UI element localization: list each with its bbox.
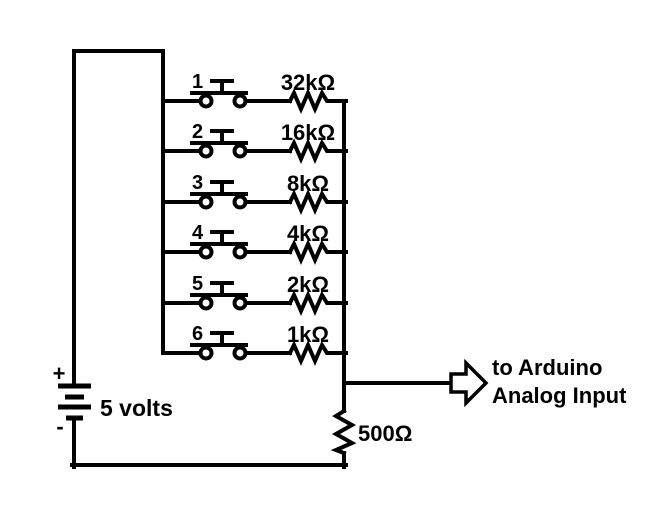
switch-terminal-right [232, 244, 248, 260]
pulldown-resistor-symbol [330, 408, 357, 456]
output-label-line2: Analog Input [492, 383, 627, 408]
battery-plus-label: + [53, 361, 66, 386]
resistor-value-label: 32kΩ [281, 70, 335, 95]
resistor-value-label: 4kΩ [287, 221, 329, 246]
switch-number-label: 6 [192, 323, 203, 345]
switch-terminal-left [198, 295, 214, 311]
switch-row-4: 4 4kΩ [161, 221, 348, 265]
resistor-value-label: 8kΩ [287, 171, 329, 196]
switch-terminal-left [198, 244, 214, 260]
switch-terminal-left [198, 143, 214, 159]
resistor-symbol [287, 138, 348, 164]
switch-number-label: 3 [192, 172, 203, 194]
switch-row-6: 6 1kΩ [161, 322, 348, 366]
battery-voltage-label: 5 volts [100, 395, 173, 421]
output-label-line1: to Arduino [492, 355, 602, 380]
switch-row-3: 3 8kΩ [161, 171, 348, 215]
switch-row-2: 2 16kΩ [161, 120, 348, 164]
switch-terminal-left [198, 194, 214, 210]
switch-terminal-right [232, 295, 248, 311]
resistor-symbol [287, 239, 348, 265]
resistor-symbol [287, 88, 348, 114]
switch-terminal-right [232, 143, 248, 159]
resistor-value-label: 2kΩ [287, 272, 329, 297]
pulldown-resistor-label: 500Ω [358, 421, 412, 446]
switch-terminal-left [198, 93, 214, 109]
resistor-symbol [287, 290, 348, 316]
resistor-symbol [287, 340, 348, 366]
switch-terminal-left [198, 345, 214, 361]
switch-terminal-right [232, 93, 248, 109]
switch-terminal-right [232, 194, 248, 210]
resistor-value-label: 1kΩ [287, 322, 329, 347]
resistor-value-label: 16kΩ [281, 120, 335, 145]
switch-row-5: 5 2kΩ [161, 272, 348, 316]
switch-number-label: 2 [192, 121, 203, 143]
switch-terminal-right [232, 345, 248, 361]
switch-row-1: 1 32kΩ [161, 70, 348, 114]
switch-number-label: 1 [192, 71, 203, 93]
switch-number-label: 4 [192, 222, 204, 244]
battery-minus-label: - [56, 414, 63, 439]
resistor-symbol [287, 189, 348, 215]
output-arrow-icon [449, 358, 489, 408]
wire-battery-to-switch-bus [72, 49, 165, 388]
battery-symbol [58, 383, 91, 421]
switch-number-label: 5 [192, 273, 203, 295]
